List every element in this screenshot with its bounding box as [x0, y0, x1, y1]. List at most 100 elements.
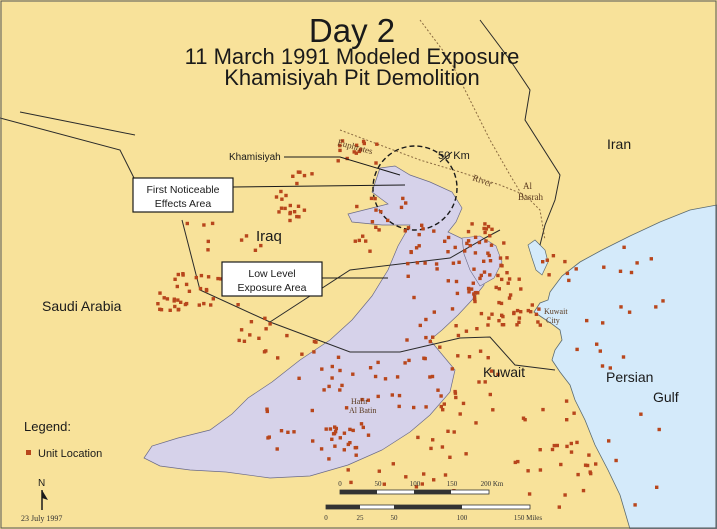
unit-location-marker — [428, 375, 432, 379]
unit-location-marker — [412, 295, 416, 300]
unit-location-marker — [519, 310, 523, 314]
title-day: Day 2 — [309, 12, 395, 49]
persian-gulf-water — [533, 204, 717, 529]
unit-location-marker — [431, 335, 435, 339]
scale-mi-0: 0 — [324, 514, 328, 522]
unit-location-marker — [264, 327, 268, 331]
unit-location-marker — [279, 206, 284, 210]
unit-location-marker — [607, 439, 611, 443]
unit-location-marker — [286, 430, 290, 434]
label-gulf: Gulf — [653, 389, 679, 405]
unit-location-marker — [483, 380, 487, 384]
unit-location-marker — [172, 297, 176, 301]
unit-location-marker — [530, 303, 534, 307]
scale-bar-km — [339, 489, 490, 495]
unit-location-marker — [422, 356, 426, 360]
unit-location-marker — [456, 333, 461, 338]
unit-location-marker — [377, 228, 381, 232]
unit-location-marker — [506, 281, 510, 285]
unit-location-marker — [197, 303, 201, 307]
unit-location-marker — [529, 310, 533, 314]
unit-location-marker — [517, 277, 521, 281]
unit-location-marker — [330, 376, 334, 380]
low-level-line2: Exposure Area — [238, 282, 307, 294]
unit-location-marker — [219, 277, 223, 281]
unit-location-marker — [239, 238, 244, 242]
unit-location-marker — [574, 267, 578, 271]
unit-location-marker — [507, 296, 512, 300]
label-iran: Iran — [607, 136, 631, 152]
unit-location-marker — [517, 316, 522, 320]
unit-location-marker — [471, 281, 475, 285]
unit-location-marker — [465, 241, 469, 246]
unit-location-marker — [486, 356, 490, 360]
unit-location-marker — [450, 307, 455, 311]
unit-location-marker — [484, 239, 488, 243]
unit-location-marker — [587, 453, 591, 457]
label-kuwait-city-2: City — [546, 316, 560, 325]
unit-location-marker — [526, 469, 530, 473]
label-kuwait: Kuwait — [483, 364, 525, 380]
unit-location-marker — [206, 275, 211, 279]
unit-location-marker — [484, 227, 488, 231]
unit-location-marker — [405, 338, 409, 342]
unit-location-marker — [489, 369, 494, 373]
unit-location-marker — [280, 197, 284, 201]
unit-location-marker — [565, 444, 569, 449]
scale-km-150: 150 — [447, 480, 458, 488]
unit-location-marker — [312, 350, 316, 354]
unit-location-marker — [565, 418, 569, 422]
unit-location-marker — [469, 287, 474, 291]
unit-location-marker — [368, 366, 373, 370]
unit-location-marker — [538, 323, 542, 327]
unit-location-marker — [206, 239, 210, 244]
unit-location-marker — [406, 226, 411, 230]
unit-location-marker — [345, 156, 349, 161]
unit-location-marker — [461, 401, 466, 406]
unit-location-marker — [406, 261, 410, 266]
unit-location-marker — [366, 398, 370, 402]
unit-location-marker — [538, 448, 542, 452]
unit-location-marker — [175, 284, 179, 289]
unit-location-marker — [172, 299, 176, 303]
unit-location-marker — [349, 480, 353, 485]
unit-location-marker — [288, 218, 292, 223]
unit-location-marker — [494, 285, 498, 290]
unit-location-marker — [298, 170, 302, 174]
unit-location-marker — [458, 412, 462, 416]
unit-location-marker — [466, 229, 471, 234]
unit-location-marker — [368, 249, 372, 253]
khamisiyah-pointer — [284, 156, 401, 176]
unit-location-marker — [397, 404, 401, 409]
unit-location-marker — [382, 482, 386, 486]
euphrates-river — [339, 129, 546, 241]
unit-location-marker — [181, 272, 185, 276]
unit-location-marker — [443, 239, 447, 243]
unit-location-marker — [439, 404, 443, 409]
legend-unit-label: Unit Location — [38, 448, 102, 460]
unit-location-marker — [499, 301, 504, 306]
unit-location-marker — [515, 308, 520, 313]
unit-location-marker — [488, 392, 492, 397]
unit-location-marker — [497, 319, 501, 323]
unit-location-marker — [517, 320, 521, 324]
unit-location-marker — [428, 339, 432, 344]
unit-location-marker — [395, 375, 400, 379]
unit-location-marker — [397, 393, 402, 398]
unit-location-marker — [346, 468, 350, 472]
unit-location-marker — [406, 274, 410, 278]
unit-location-marker — [412, 405, 416, 410]
unit-location-marker — [176, 272, 180, 277]
unit-location-marker — [446, 279, 450, 283]
unit-location-marker — [541, 407, 545, 412]
unit-location-marker — [374, 208, 378, 212]
legend-title: Legend: — [24, 419, 71, 434]
unit-location-marker — [361, 234, 365, 238]
unit-location-marker — [483, 230, 487, 235]
scale-mi-100: 100 — [457, 514, 468, 522]
unit-location-marker — [288, 210, 292, 215]
unit-location-marker — [516, 459, 520, 464]
first-noticeable-pointer — [232, 184, 406, 188]
north-arrow-icon — [41, 490, 48, 510]
